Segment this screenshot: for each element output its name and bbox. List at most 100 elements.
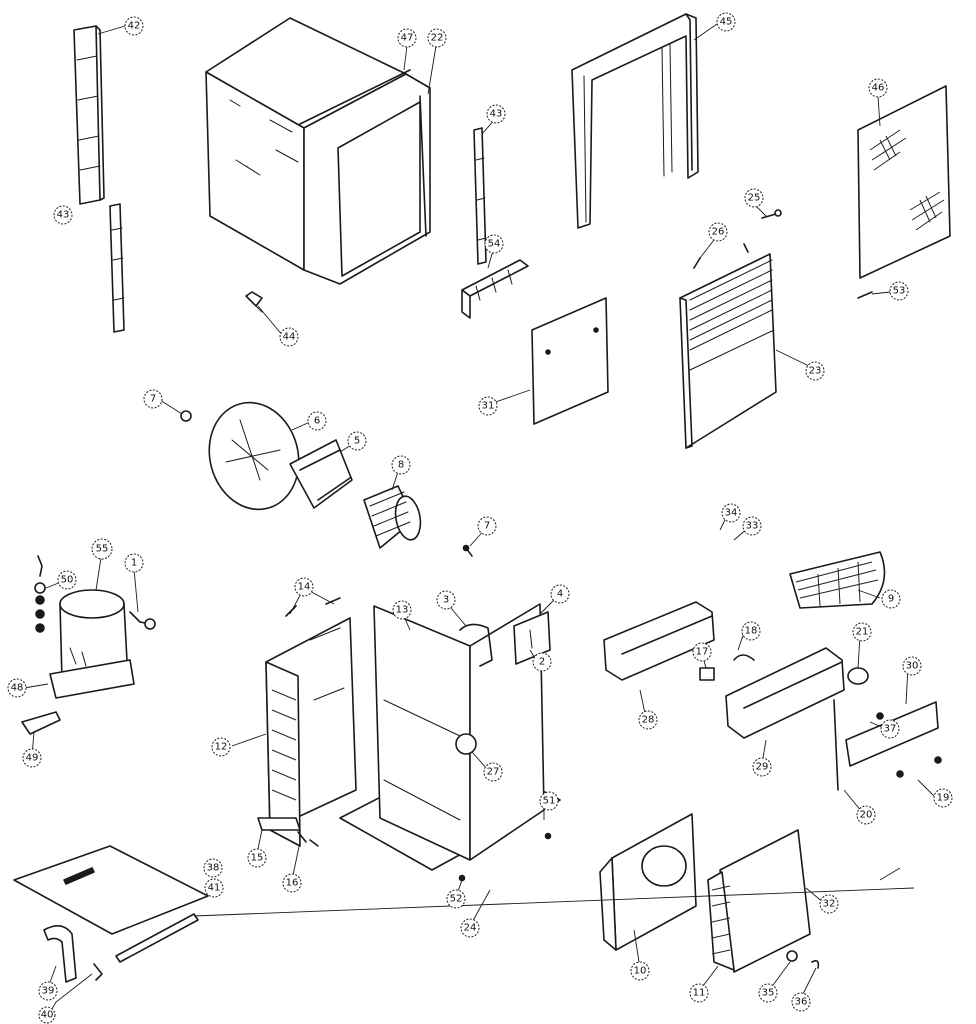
callout-35: 35 [758,983,778,1003]
part-compressor [21,555,156,735]
callout-50: 50 [57,570,77,590]
svg-text:37: 37 [884,724,897,735]
callout-21: 21 [852,622,872,642]
svg-text:49: 49 [26,753,39,764]
callout-9: 9 [881,589,901,609]
part-cabinet-shell [205,17,431,285]
callout-55: 55 [91,538,113,560]
svg-text:15: 15 [251,853,264,864]
part-42-rail [73,25,105,205]
callout-42: 42 [124,16,144,36]
svg-text:32: 32 [823,899,836,910]
callout-51: 51 [539,791,559,811]
svg-text:27: 27 [487,767,500,778]
svg-text:7: 7 [150,394,156,405]
callout-52: 52 [446,889,466,909]
svg-text:3: 3 [443,595,449,606]
callout-7-bottom: 7 [477,516,497,536]
callout-54: 54 [484,234,504,254]
svg-text:28: 28 [642,715,655,726]
callout-3: 3 [436,590,456,610]
callout-16: 16 [282,873,302,893]
callout-24: 24 [460,918,480,938]
callout-33: 33 [742,516,762,536]
callout-18: 18 [741,621,761,641]
callout-26: 26 [708,222,728,242]
callout-31: 31 [478,396,498,416]
svg-text:23: 23 [809,366,822,377]
svg-text:43: 43 [57,210,70,221]
svg-text:7: 7 [484,521,490,532]
svg-text:13: 13 [396,605,409,616]
svg-text:19: 19 [937,793,950,804]
callout-28: 28 [638,710,658,730]
callout-46: 46 [868,78,888,98]
svg-text:21: 21 [856,627,869,638]
callout-labels: 42 43 47 22 43 45 46 25 26 54 44 53 31 2… [7,12,953,1024]
callout-15: 15 [247,848,267,868]
callout-45: 45 [716,12,736,32]
callout-19: 19 [933,788,953,808]
callout-37: 37 [880,719,900,739]
svg-text:2: 2 [539,657,545,668]
part-control-box [603,601,942,791]
svg-text:43: 43 [490,109,503,120]
svg-text:45: 45 [720,17,733,28]
callout-25: 25 [744,188,764,208]
svg-text:10: 10 [634,966,647,977]
callout-43-left: 43 [53,205,73,225]
parts-small-14-15-16 [257,597,341,847]
callout-8: 8 [391,455,411,475]
svg-text:31: 31 [482,401,495,412]
svg-text:25: 25 [748,193,761,204]
svg-text:16: 16 [286,878,299,889]
callout-32: 32 [819,894,839,914]
callout-47: 47 [397,28,417,48]
svg-text:48: 48 [11,683,24,694]
part-45-front-frame [571,13,699,229]
svg-text:24: 24 [464,923,477,934]
callout-53: 53 [889,281,909,301]
callout-17: 17 [692,642,712,662]
callout-40: 40 [38,1006,56,1024]
callout-27: 27 [483,762,503,782]
svg-text:14: 14 [298,582,311,593]
svg-text:46: 46 [872,83,885,94]
callout-1: 1 [124,553,144,573]
callout-10: 10 [630,961,650,981]
callout-36: 36 [791,992,811,1012]
callout-2: 2 [532,652,552,672]
callout-7-top: 7 [143,389,163,409]
svg-text:8: 8 [398,460,404,471]
svg-text:22: 22 [431,33,444,44]
part-43-left-bar [109,203,125,333]
part-23-front-grille [679,253,777,449]
svg-text:26: 26 [712,227,725,238]
part-12-coil [265,617,357,847]
svg-text:9: 9 [888,594,894,605]
callout-34: 34 [721,503,741,523]
callout-39: 39 [38,981,58,1001]
callout-14: 14 [294,577,314,597]
callout-6: 6 [307,411,327,431]
callout-48: 48 [7,678,27,698]
callout-44: 44 [279,327,299,347]
part-condenser [599,813,820,973]
part-chassis [339,603,561,882]
svg-text:12: 12 [215,742,228,753]
svg-text:34: 34 [725,508,738,519]
svg-text:35: 35 [762,988,775,999]
callout-41: 41 [204,878,224,898]
part-43-mid-bar [473,127,487,265]
svg-text:20: 20 [860,810,873,821]
svg-text:6: 6 [314,416,320,427]
svg-text:17: 17 [696,647,709,658]
svg-text:50: 50 [61,575,74,586]
screw-parts [693,209,873,299]
callout-30: 30 [902,656,922,676]
svg-text:18: 18 [745,626,758,637]
callout-4: 4 [550,584,570,604]
svg-text:39: 39 [42,986,55,997]
svg-text:52: 52 [450,894,463,905]
